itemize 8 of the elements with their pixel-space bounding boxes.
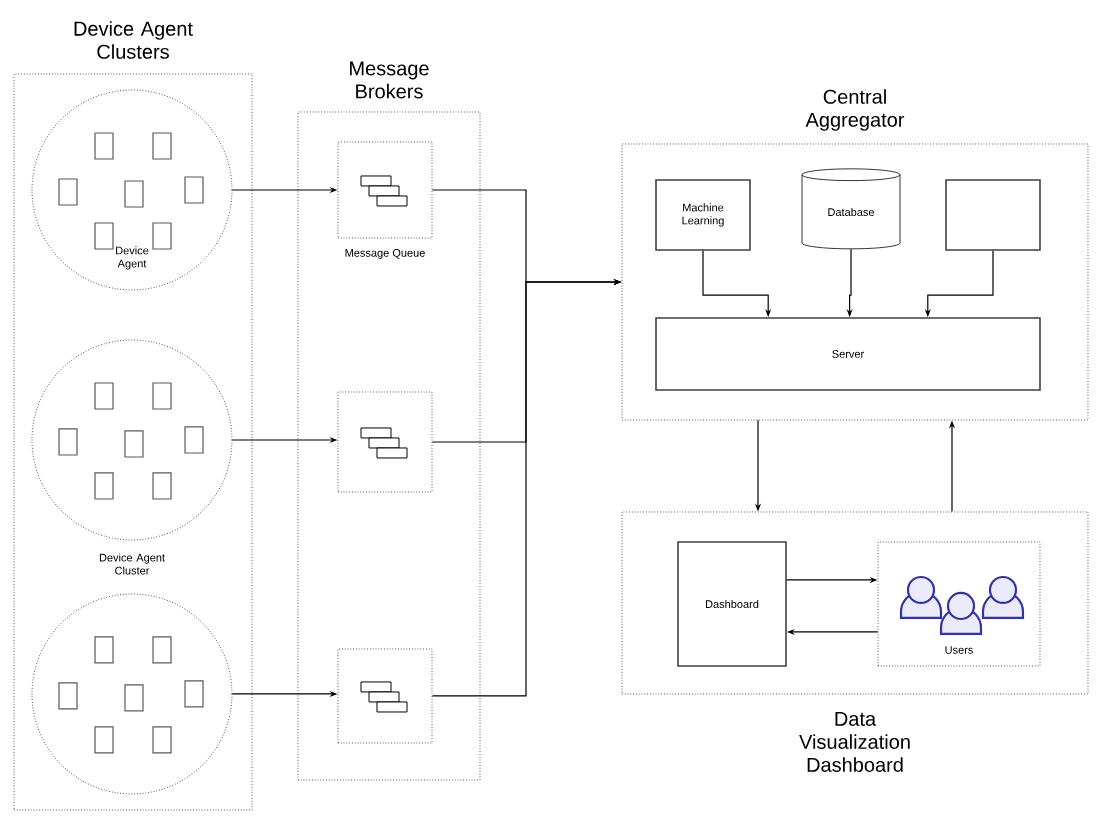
group-heading: Data Visualization Dashboard <box>799 712 910 772</box>
message-queue-box <box>337 648 433 744</box>
group-heading: Central Aggregator <box>805 89 905 131</box>
group-heading: Message Brokers <box>350 61 429 99</box>
process-box <box>945 179 1041 251</box>
group-heading: Device Agent Clusters <box>74 21 193 59</box>
device-cluster-drawing <box>31 593 233 795</box>
message-queue-box <box>337 391 433 493</box>
